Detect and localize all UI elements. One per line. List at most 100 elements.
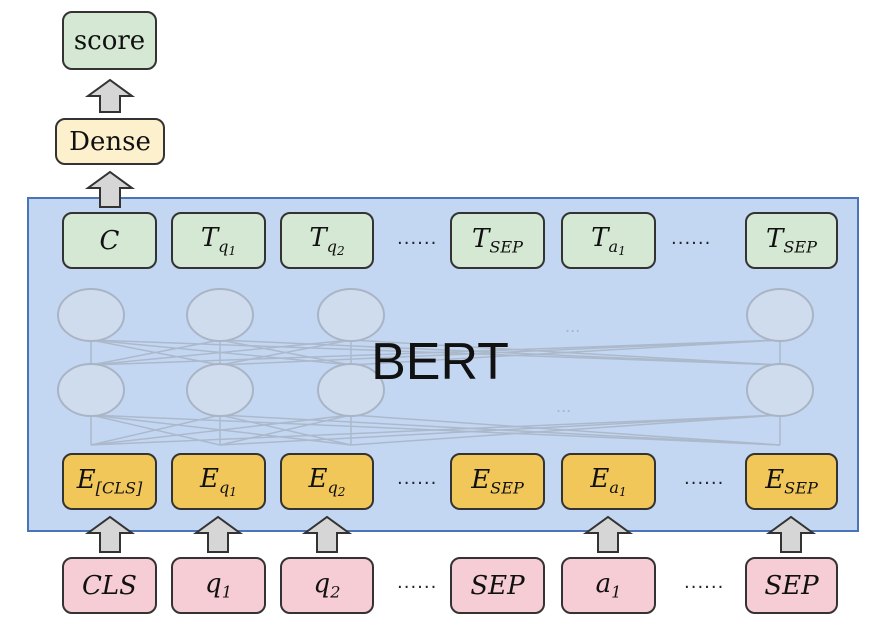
hidden-neuron [317, 288, 385, 342]
output-box-subscript: q1 [218, 236, 237, 258]
embedding-box-subscript: a1 [609, 477, 627, 499]
embedding-box-subscript: SEP [784, 478, 818, 498]
output-box-base: T [200, 223, 219, 254]
embedding-box-subscript: [CLS] [95, 478, 143, 498]
hidden-connection [350, 339, 781, 366]
output-box-subsubscript: 1 [618, 243, 626, 258]
output-box-label: TSEP [472, 224, 523, 257]
input-box-subscript: 2 [330, 582, 341, 602]
input-box-1: CLS [62, 557, 157, 614]
input-box-base: q [313, 569, 331, 600]
score-label: score [73, 25, 146, 56]
arrow-input-cls [84, 515, 136, 553]
input-box-label: a1 [596, 569, 622, 602]
output-box-4: TSEP [450, 212, 545, 269]
embedding-box-base: E [765, 465, 785, 496]
output-box-1: C [62, 212, 157, 269]
hidden-connection [219, 339, 352, 366]
hidden-neuron [317, 363, 385, 417]
embedding-box-base: E [471, 465, 491, 496]
arrow-input-sep [765, 515, 817, 553]
embedding-box-label: Ea1 [590, 464, 626, 499]
embedding-box-6: ESEP [745, 453, 838, 510]
ellipsis-input-1: ...... [397, 572, 438, 593]
hidden-connection [90, 414, 352, 446]
embedding-box-label: Eq1 [200, 464, 237, 499]
output-box-label: C [100, 226, 120, 256]
embedding-box-5: Ea1 [561, 453, 656, 510]
output-box-base: C [99, 225, 120, 256]
embedding-box-base: E [308, 464, 328, 495]
input-box-6: SEP [745, 557, 838, 614]
embedding-box-subsubscript: 1 [229, 484, 237, 499]
embedding-box-3: Eq2 [280, 453, 374, 510]
input-box-base: SEP [470, 570, 525, 601]
embedding-box-label: ESEP [765, 465, 818, 498]
output-box-6: TSEP [745, 212, 838, 269]
hidden-neuron [57, 288, 125, 342]
hidden-connection [90, 339, 781, 366]
ellipsis-input-2: ...... [684, 572, 725, 593]
hidden-connection [90, 414, 221, 446]
input-box-base: q [205, 569, 222, 600]
input-box-subscript: 1 [221, 582, 232, 602]
hidden-connection [219, 339, 781, 366]
output-box-subsubscript: 1 [228, 243, 237, 258]
input-box-4: SEP [450, 557, 545, 614]
hidden-neuron [186, 288, 254, 342]
bert-label: BERT [371, 333, 509, 391]
embedding-box-2: Eq1 [171, 453, 266, 510]
output-box-label: Tq2 [309, 223, 344, 258]
hidden-ellipsis-upper: ... [565, 317, 580, 336]
embedding-box-4: ESEP [450, 453, 545, 510]
embedding-box-label: Eq2 [309, 464, 346, 499]
output-box-3: Tq2 [280, 212, 374, 269]
embedding-box-subsubscript: 1 [618, 484, 627, 499]
output-box-subscript: SEP [489, 237, 523, 257]
embedding-box-base: E [76, 465, 96, 496]
input-box-2: q1 [171, 557, 266, 614]
arrow-dense-to-score [84, 78, 136, 113]
score-box: score [62, 11, 157, 70]
embedding-box-subscript: q1 [218, 477, 237, 499]
output-box-subscript: SEP [783, 237, 817, 257]
input-box-subscript: 1 [611, 582, 622, 602]
hidden-ellipsis-lower: ... [556, 397, 571, 416]
input-box-label: SEP [764, 571, 818, 601]
output-box-subscript: a1 [608, 236, 626, 258]
input-box-base: a [595, 569, 612, 600]
output-box-label: Tq1 [201, 223, 236, 258]
hidden-connection [219, 414, 781, 446]
input-box-label: SEP [470, 571, 524, 601]
hidden-neuron [746, 363, 814, 417]
hidden-connection [90, 414, 781, 446]
output-box-label: Ta1 [591, 223, 626, 258]
dense-label: Dense [69, 126, 151, 157]
output-box-label: TSEP [766, 224, 817, 257]
input-box-3: q2 [280, 557, 374, 614]
output-box-base: T [766, 224, 784, 255]
input-box-label: CLS [82, 571, 137, 601]
output-box-base: T [472, 224, 490, 255]
ellipsis-output-2: ...... [671, 228, 712, 249]
input-box-5: a1 [561, 557, 656, 614]
hidden-connection [350, 414, 781, 446]
embedding-box-base: E [590, 464, 610, 495]
ellipsis-embedding-2: ...... [684, 468, 725, 489]
input-box-label: q2 [314, 569, 341, 602]
output-box-base: T [309, 223, 327, 254]
hidden-neuron [57, 363, 125, 417]
hidden-connection [90, 339, 221, 366]
embedding-box-subsubscript: 2 [337, 484, 346, 499]
ellipsis-output-1: ...... [397, 228, 438, 249]
input-box-base: SEP [764, 570, 819, 601]
output-box-2: Tq1 [171, 212, 266, 269]
arrow-input-q1 [192, 515, 244, 553]
ellipsis-embedding-1: ...... [397, 468, 438, 489]
hidden-connection [90, 339, 352, 366]
dense-box: Dense [55, 118, 165, 165]
input-box-label: q1 [205, 569, 232, 602]
embedding-box-base: E [200, 464, 219, 495]
